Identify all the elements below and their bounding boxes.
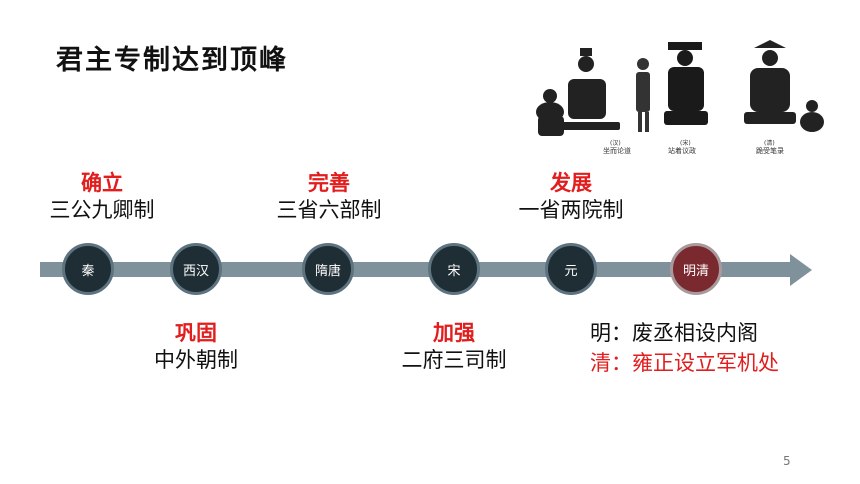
label-qin-group: 确立 三公九卿制 — [22, 170, 182, 224]
system-label-yuan: 一省两院制 — [518, 198, 624, 222]
timeline-node-qin: 秦 — [62, 243, 114, 295]
caption-han: 坐而论道 — [603, 147, 631, 155]
caption-song: 站着议政 — [668, 147, 696, 155]
timeline-node-song: 宋 — [428, 243, 480, 295]
ming-note: 明：废丞相设内阁 — [590, 321, 758, 345]
label-xihan-group: 巩固 中外朝制 — [116, 320, 276, 374]
timeline-node-mingqing: 明清 — [670, 243, 722, 295]
timeline-node-yuan: 元 — [545, 243, 597, 295]
historical-illustration: (汉) 坐而论道 (宋) 站着议政 (清) 跪受笔录 — [528, 34, 828, 156]
qing-note: 清：雍正设立军机处 — [590, 351, 779, 375]
label-song-group: 加强 二府三司制 — [374, 320, 534, 374]
caption-qing: 跪受笔录 — [756, 147, 784, 155]
timeline-arrow-icon — [790, 254, 812, 286]
page-number: 5 — [783, 454, 791, 468]
stage-label-yuan: 发展 — [550, 171, 592, 195]
caption-era-han: (汉) — [610, 140, 621, 147]
timeline-bar — [40, 262, 792, 277]
system-label-song: 二府三司制 — [401, 348, 507, 372]
label-suitang-group: 完善 三省六部制 — [249, 170, 409, 224]
timeline-node-xihan: 西汉 — [170, 243, 222, 295]
timeline-node-suitang: 隋唐 — [302, 243, 354, 295]
slide-title: 君主专制达到顶峰 — [56, 45, 288, 76]
ming-qing-notes: 明：废丞相设内阁 清：雍正设立军机处 — [590, 318, 779, 378]
stage-label-qin: 确立 — [81, 171, 123, 195]
caption-era-qing: (清) — [764, 140, 775, 147]
system-label-suitang: 三省六部制 — [276, 198, 382, 222]
stage-label-song: 加强 — [433, 321, 475, 345]
system-label-xihan: 中外朝制 — [154, 348, 238, 372]
stage-label-xihan: 巩固 — [175, 321, 217, 345]
label-yuan-group: 发展 一省两院制 — [491, 170, 651, 224]
stage-label-suitang: 完善 — [308, 171, 350, 195]
courtiers-illustration-image — [536, 40, 824, 136]
system-label-qin: 三公九卿制 — [49, 198, 155, 222]
caption-era-song: (宋) — [680, 140, 691, 147]
